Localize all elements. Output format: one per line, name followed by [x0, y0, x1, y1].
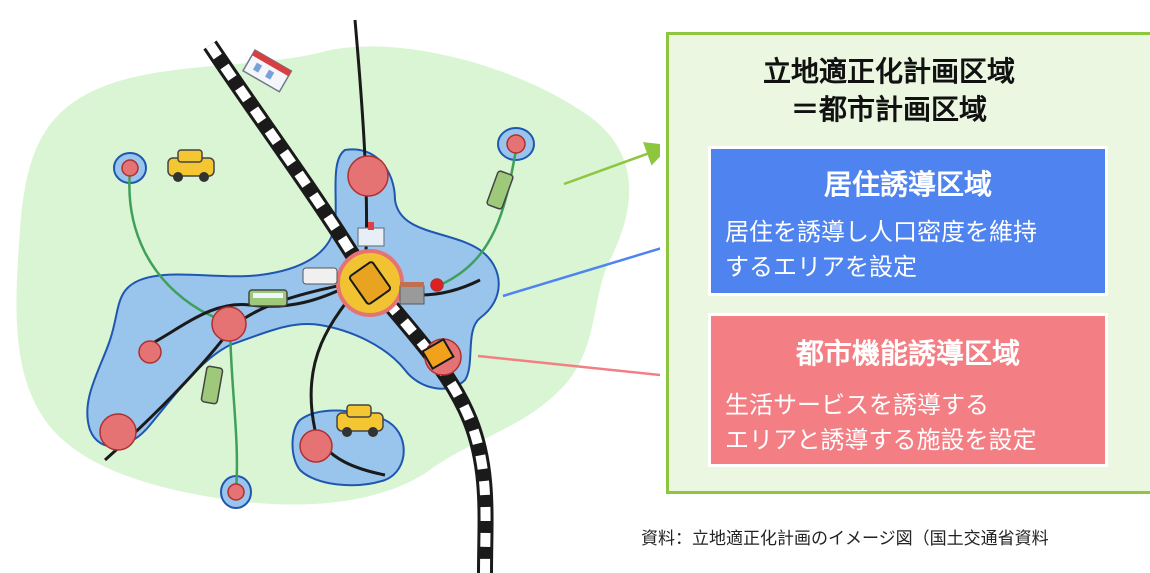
urban-function-zone-description: 生活サービスを誘導する エリアと誘導する施設を設定: [725, 391, 1037, 454]
train-station-building-icon: [241, 48, 293, 93]
bus-icon: [200, 365, 224, 405]
taxi-icon: [167, 149, 215, 182]
planning-area-title-line2: ＝都市計画区域: [790, 93, 987, 126]
taxi-icon: [336, 404, 384, 437]
residential-zone-description: 居住を誘導し人口密度を維持 するエリアを設定: [725, 218, 1037, 281]
central-station: [336, 249, 404, 317]
residential-zone-title: 居住誘導区域: [823, 168, 992, 201]
hospital-icon: [357, 222, 385, 247]
residential-zone-box: 居住誘導区域 居住を誘導し人口密度を維持 するエリアを設定: [708, 146, 1108, 296]
shop-icon: [399, 282, 425, 305]
bus-terminal-icon: [302, 267, 338, 285]
railway-track-dashes: [205, 42, 491, 573]
arrow-residential-zone: [502, 247, 660, 298]
arrow-urban-function-zone: [477, 354, 660, 377]
planning-area-title-line1: 立地適正化計画区域: [762, 55, 1015, 88]
source-note: 資料：立地適正化計画のイメージ図（国土交通省資料: [641, 529, 1049, 549]
train-icon: [421, 337, 455, 371]
urban-function-zone-box: 都市機能誘導区域 生活サービスを誘導する エリアと誘導する施設を設定: [708, 313, 1108, 467]
arrow-planning-area: [563, 142, 660, 186]
bus-icon: [486, 170, 514, 210]
bus-icon: [248, 289, 288, 307]
compact-city-map: [16, 19, 660, 573]
urban-function-zone-title: 都市機能誘導区域: [795, 337, 1020, 370]
planning-area-title: 立地適正化計画区域 ＝都市計画区域: [669, 53, 1109, 129]
